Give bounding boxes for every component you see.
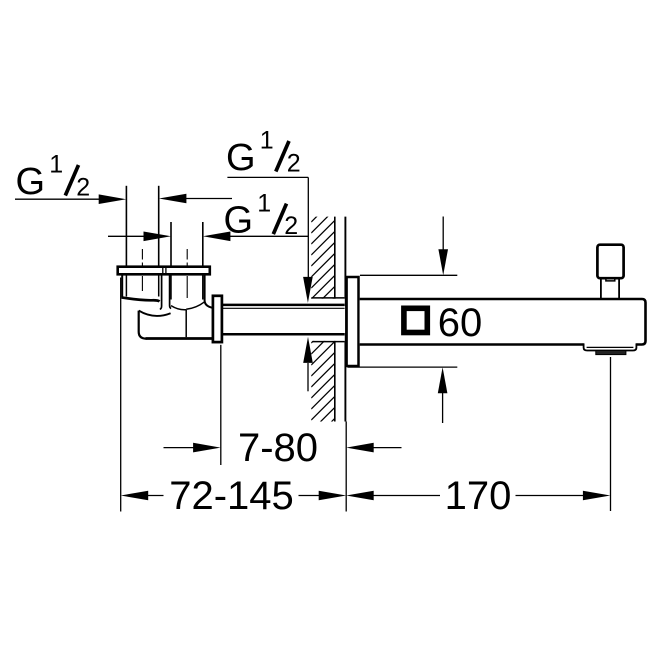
svg-text:G: G <box>16 161 46 203</box>
svg-text:1: 1 <box>257 189 271 217</box>
svg-text:2: 2 <box>76 174 90 202</box>
svg-text:2: 2 <box>284 212 298 240</box>
svg-text:7-80: 7-80 <box>238 426 318 470</box>
svg-text:2: 2 <box>287 150 301 178</box>
svg-text:G: G <box>226 137 256 179</box>
svg-text:60: 60 <box>438 301 483 345</box>
svg-text:G: G <box>224 200 254 242</box>
svg-text:1: 1 <box>260 127 274 155</box>
svg-text:72-145: 72-145 <box>169 474 294 518</box>
svg-text:170: 170 <box>445 474 512 518</box>
svg-text:1: 1 <box>49 151 63 179</box>
